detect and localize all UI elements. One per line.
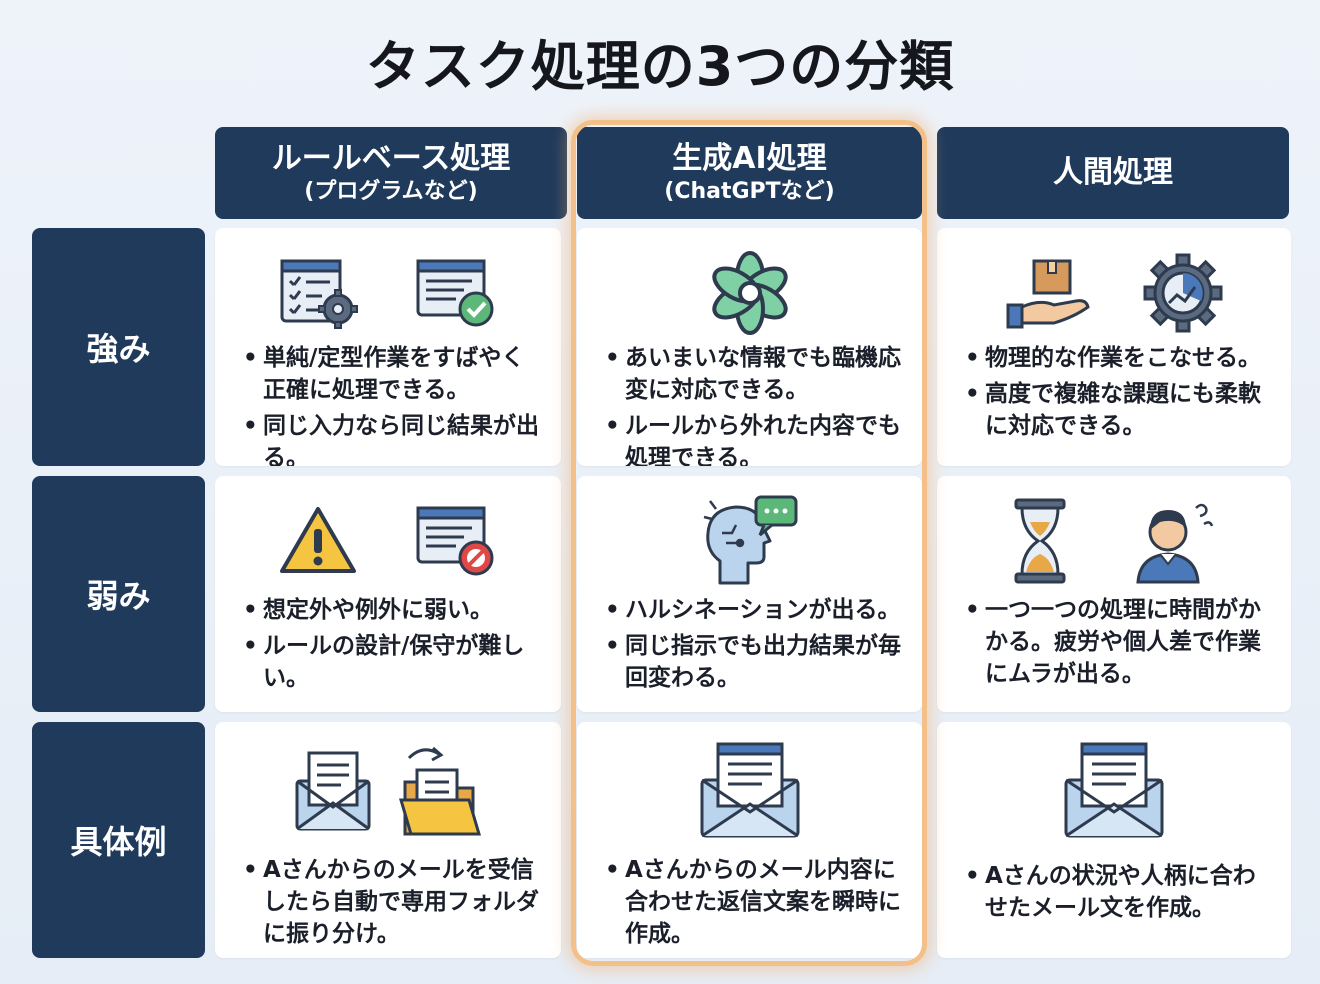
head-chat-icon [703, 495, 797, 585]
list-item: 想定外や例外に弱い。 [241, 594, 547, 626]
gear-chart-icon [1143, 253, 1223, 333]
row-header-example: 具体例 [32, 722, 205, 958]
cell-ai-example: Aさんからのメール内容に合わせた返信文案を瞬時に作成。 [577, 722, 922, 958]
column-subtitle: (ChatGPTなど) [664, 179, 835, 204]
warning-triangle-icon [280, 507, 356, 573]
bullet-list: Aさんの状況や人柄に合わせたメール文を作成。 [963, 860, 1277, 928]
envelope-icon [295, 751, 371, 831]
column-header-generative-ai: 生成AI処理 (ChatGPTなど) [577, 127, 922, 219]
list-item: ルールの設計/保守が難しい。 [241, 630, 547, 694]
bullet-list: 一つ一つの処理に時間がかかる。疲労や個人差で作業にムラが出る。 [963, 594, 1277, 694]
list-item: Aさんの状況や人柄に合わせたメール文を作成。 [963, 860, 1277, 924]
list-item: ハルシネーションが出る。 [603, 594, 908, 626]
confused-person-icon [1136, 503, 1214, 584]
page-title: タスク処理の3つの分類 [365, 35, 955, 98]
list-item: あいまいな情報でも臨機応変に対応できる。 [603, 342, 908, 406]
window-block-icon [416, 506, 494, 576]
hourglass-icon [1014, 498, 1066, 584]
column-header-human: 人間処理 [937, 127, 1289, 219]
envelope-window-icon [700, 742, 799, 838]
column-title: 生成AI処理 [672, 141, 827, 176]
bullet-list: Aさんからのメールを受信したら自動で専用フォルダに振り分け。 [241, 854, 547, 954]
cell-rule-weakness: 想定外や例外に弱い。 ルールの設計/保守が難しい。 [215, 476, 561, 712]
cell-human-example: Aさんの状況や人柄に合わせたメール文を作成。 [937, 722, 1291, 958]
list-item: 単純/定型作業をすばやく正確に処理できる。 [241, 342, 547, 406]
list-item: 同じ入力なら同じ結果が出る。 [241, 410, 547, 466]
list-item: ルールから外れた内容でも処理できる。 [603, 410, 908, 466]
column-title: ルールベース処理 [271, 141, 511, 176]
row-header-strength: 強み [32, 228, 205, 466]
cell-rule-strength: 単純/定型作業をすばやく正確に処理できる。 同じ入力なら同じ結果が出る。 [215, 228, 561, 466]
openai-logo-icon [711, 251, 788, 335]
window-check-icon [416, 259, 494, 327]
row-header-weakness: 弱み [32, 476, 205, 712]
bullet-list: Aさんからのメール内容に合わせた返信文案を瞬時に作成。 [603, 854, 908, 954]
list-item: 一つ一つの処理に時間がかかる。疲労や個人差で作業にムラが出る。 [963, 594, 1277, 690]
column-header-rule-based: ルールベース処理 (プログラムなど) [215, 127, 567, 219]
list-item: 高度で複雑な課題にも柔軟に対応できる。 [963, 378, 1277, 442]
cell-human-weakness: 一つ一つの処理に時間がかかる。疲労や個人差で作業にムラが出る。 [937, 476, 1291, 712]
list-item: Aさんからのメールを受信したら自動で専用フォルダに振り分け。 [241, 854, 547, 950]
column-subtitle: (プログラムなど) [304, 179, 478, 204]
bullet-list: 物理的な作業をこなせる。 高度で複雑な課題にも柔軟に対応できる。 [963, 342, 1277, 446]
bullet-list: 単純/定型作業をすばやく正確に処理できる。 同じ入力なら同じ結果が出る。 [241, 342, 547, 466]
list-item: Aさんからのメール内容に合わせた返信文案を瞬時に作成。 [603, 854, 908, 950]
bullet-list: あいまいな情報でも臨機応変に対応できる。 ルールから外れた内容でも処理できる。 [603, 342, 908, 466]
list-item: 物理的な作業をこなせる。 [963, 342, 1277, 374]
cell-human-strength: 物理的な作業をこなせる。 高度で複雑な課題にも柔軟に対応できる。 [937, 228, 1291, 466]
envelope-window-icon [1064, 742, 1164, 838]
bullet-list: ハルシネーションが出る。 同じ指示でも出力結果が毎回変わる。 [603, 594, 908, 698]
cell-ai-weakness: ハルシネーションが出る。 同じ指示でも出力結果が毎回変わる。 [577, 476, 922, 712]
cell-rule-example: Aさんからのメールを受信したら自動で専用フォルダに振り分け。 [215, 722, 561, 958]
folder-arrow-icon [399, 746, 482, 836]
cell-ai-strength: あいまいな情報でも臨機応変に対応できる。 ルールから外れた内容でも処理できる。 [577, 228, 922, 466]
column-title: 人間処理 [1053, 155, 1173, 190]
checklist-gear-icon [280, 259, 358, 329]
hand-box-icon [1006, 259, 1090, 329]
list-item: 同じ指示でも出力結果が毎回変わる。 [603, 630, 908, 694]
bullet-list: 想定外や例外に弱い。 ルールの設計/保守が難しい。 [241, 594, 547, 698]
